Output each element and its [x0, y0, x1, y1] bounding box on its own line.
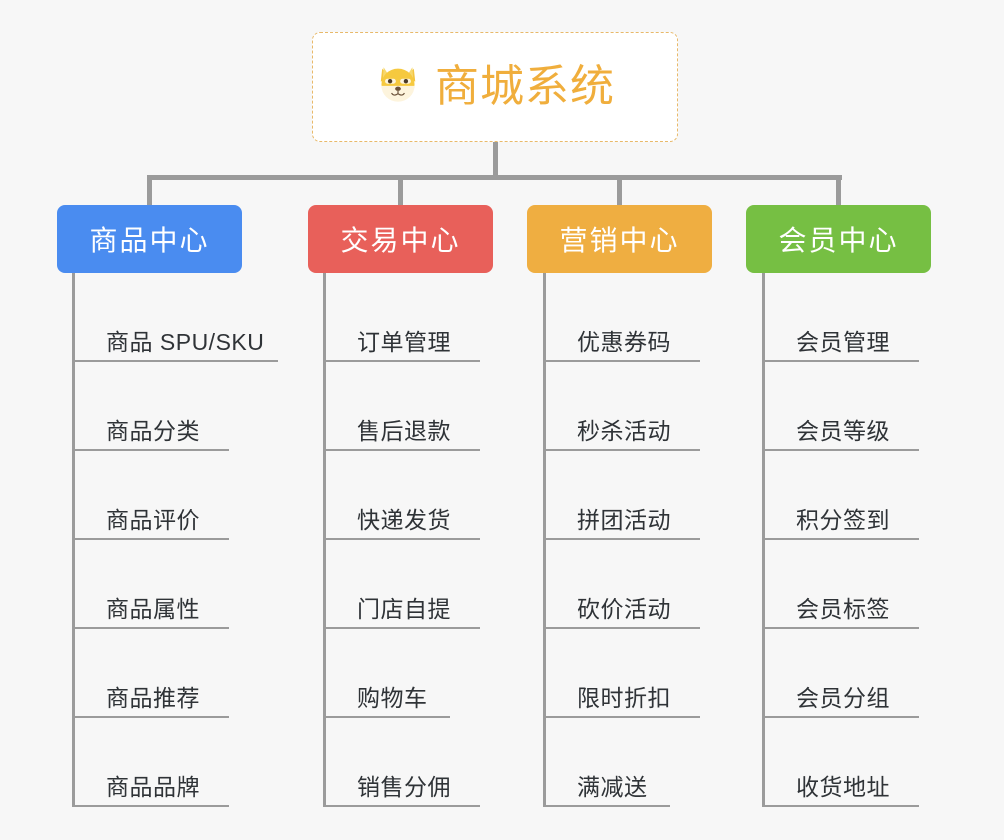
leaf-item[interactable]: 限时折扣 — [543, 629, 700, 718]
leaf-item-rule — [72, 449, 229, 451]
leaf-item[interactable]: 商品推荐 — [72, 629, 264, 718]
leaf-item-label: 会员等级 — [796, 417, 890, 444]
leaf-item[interactable]: 售后退款 — [323, 362, 480, 451]
leaf-item[interactable]: 商品分类 — [72, 362, 264, 451]
shiba-inu-icon — [375, 60, 421, 114]
category-box-2[interactable]: 交易中心 — [308, 205, 493, 273]
leaf-item[interactable]: 会员等级 — [762, 362, 919, 451]
leaf-item-label: 订单管理 — [357, 328, 451, 355]
leaf-item-rule — [762, 360, 919, 362]
leaf-item-label: 商品属性 — [106, 595, 200, 622]
connector-root-vertical — [493, 142, 498, 177]
leaf-item-label: 优惠券码 — [577, 328, 671, 355]
root-title: 商城系统 — [435, 62, 615, 111]
leaf-item-label: 门店自提 — [357, 595, 451, 622]
connector-drop-1 — [147, 175, 152, 205]
leaf-spine — [543, 273, 546, 807]
leaf-column-4: 会员管理会员等级积分签到会员标签会员分组收货地址 — [762, 273, 919, 807]
leaf-item-label: 会员管理 — [796, 328, 890, 355]
category-label: 营销中心 — [559, 225, 680, 256]
category-label: 商品中心 — [89, 225, 210, 256]
leaf-column-2: 订单管理售后退款快递发货门店自提购物车销售分佣 — [323, 273, 480, 807]
category-box-1[interactable]: 商品中心 — [57, 205, 242, 273]
leaf-spine — [323, 273, 326, 807]
leaf-item-rule — [762, 805, 919, 807]
leaf-item-label: 商品推荐 — [106, 684, 200, 711]
leaf-item[interactable]: 销售分佣 — [323, 718, 480, 807]
leaf-item[interactable]: 门店自提 — [323, 540, 480, 629]
leaf-item-rule — [323, 627, 480, 629]
leaf-item-label: 购物车 — [357, 684, 428, 711]
leaf-item-rule — [72, 805, 229, 807]
leaf-item[interactable]: 商品 SPU/SKU — [72, 273, 278, 362]
leaf-item-rule — [543, 627, 700, 629]
leaf-item-rule — [72, 716, 229, 718]
leaf-item-rule — [543, 360, 700, 362]
leaf-item-label: 满减送 — [577, 773, 648, 800]
leaf-item[interactable]: 订单管理 — [323, 273, 480, 362]
leaf-item-rule — [762, 716, 919, 718]
category-label: 会员中心 — [778, 225, 899, 256]
connector-drop-4 — [836, 175, 841, 205]
leaf-item-label: 会员标签 — [796, 595, 890, 622]
leaf-item[interactable]: 商品评价 — [72, 451, 264, 540]
leaf-item-label: 售后退款 — [357, 417, 451, 444]
connector-drop-2 — [398, 175, 403, 205]
leaf-item-rule — [323, 716, 450, 718]
leaf-item-rule — [543, 538, 700, 540]
leaf-item-rule — [543, 805, 670, 807]
leaf-item-rule — [323, 449, 480, 451]
leaf-item-rule — [72, 538, 229, 540]
leaf-item[interactable]: 商品属性 — [72, 540, 264, 629]
leaf-item-label: 限时折扣 — [577, 684, 671, 711]
leaf-item-rule — [323, 360, 480, 362]
leaf-item[interactable]: 会员分组 — [762, 629, 919, 718]
leaf-item-rule — [323, 805, 480, 807]
leaf-item[interactable]: 秒杀活动 — [543, 362, 700, 451]
connector-horizontal-bus — [147, 175, 842, 180]
leaf-item-label: 秒杀活动 — [577, 417, 671, 444]
leaf-item-label: 商品分类 — [106, 417, 200, 444]
leaf-item-label: 拼团活动 — [577, 506, 671, 533]
leaf-spine — [72, 273, 75, 807]
leaf-item[interactable]: 积分签到 — [762, 451, 919, 540]
leaf-item[interactable]: 会员管理 — [762, 273, 919, 362]
leaf-item-rule — [762, 538, 919, 540]
category-label: 交易中心 — [340, 225, 461, 256]
leaf-item-rule — [543, 716, 700, 718]
leaf-item[interactable]: 快递发货 — [323, 451, 480, 540]
leaf-item-label: 商品评价 — [106, 506, 200, 533]
leaf-item-label: 销售分佣 — [357, 773, 451, 800]
leaf-item[interactable]: 拼团活动 — [543, 451, 700, 540]
leaf-item-label: 收货地址 — [796, 773, 890, 800]
leaf-item[interactable]: 收货地址 — [762, 718, 919, 807]
leaf-item-label: 商品 SPU/SKU — [106, 328, 265, 355]
leaf-item-rule — [323, 538, 480, 540]
leaf-column-3: 优惠券码秒杀活动拼团活动砍价活动限时折扣满减送 — [543, 273, 700, 807]
leaf-item-label: 快递发货 — [357, 506, 451, 533]
root-node[interactable]: 商城系统 — [312, 32, 678, 142]
leaf-item[interactable]: 购物车 — [323, 629, 451, 718]
leaf-column-1: 商品 SPU/SKU 商品分类商品评价商品属性商品推荐商品品牌 — [72, 273, 278, 807]
leaf-item-rule — [72, 627, 229, 629]
leaf-item[interactable]: 商品品牌 — [72, 718, 264, 807]
leaf-item[interactable]: 会员标签 — [762, 540, 919, 629]
leaf-item-rule — [762, 449, 919, 451]
category-box-3[interactable]: 营销中心 — [527, 205, 712, 273]
connector-drop-3 — [617, 175, 622, 205]
leaf-item-label: 积分签到 — [796, 506, 890, 533]
leaf-item[interactable]: 砍价活动 — [543, 540, 700, 629]
leaf-item-label: 砍价活动 — [577, 595, 671, 622]
leaf-item-rule — [72, 360, 278, 362]
leaf-item[interactable]: 满减送 — [543, 718, 671, 807]
leaf-item-label: 商品品牌 — [106, 773, 200, 800]
leaf-item-rule — [762, 627, 919, 629]
leaf-item-rule — [543, 449, 700, 451]
category-box-4[interactable]: 会员中心 — [746, 205, 931, 273]
leaf-item-label: 会员分组 — [796, 684, 890, 711]
leaf-spine — [762, 273, 765, 807]
leaf-item[interactable]: 优惠券码 — [543, 273, 700, 362]
